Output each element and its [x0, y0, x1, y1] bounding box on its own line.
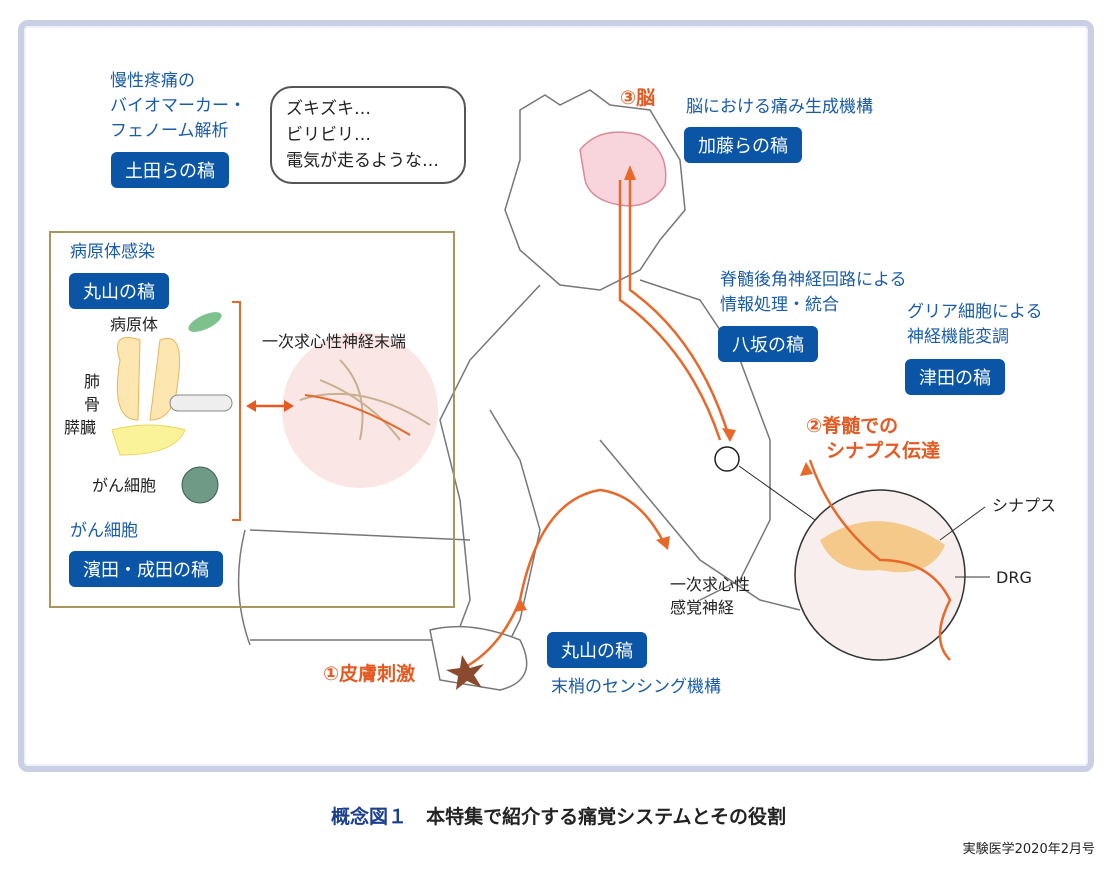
synapse-label: シナプス: [992, 496, 1057, 515]
bubble-line: ビリビリ…: [286, 125, 371, 145]
caption-prefix: 概念図１: [331, 806, 408, 828]
dorsal-line: 脊髄後角神経回路による: [720, 270, 907, 290]
drg-label: DRG: [996, 568, 1032, 587]
glia-line: 神経機能変調: [907, 327, 1009, 347]
cancer-cell-label: がん細胞: [92, 476, 157, 495]
skin-stimulus-label: ①皮膚刺激: [323, 663, 416, 685]
biomarker-line: フェノーム解析: [110, 121, 229, 141]
tag-kato: 加藤らの稿: [684, 127, 802, 163]
pancreas-label: 膵臓: [64, 418, 97, 437]
pathogen-label: 病原体: [110, 315, 159, 334]
bone-label: 骨: [84, 395, 101, 414]
synapse-line: シナプス伝達: [826, 440, 941, 462]
tag-tsuda: 津田の稿: [905, 359, 1005, 395]
glia-line: グリア細胞による: [907, 302, 1043, 322]
brain-desc: 脳における痛み生成機構: [686, 97, 873, 117]
figure-caption: 概念図１ 本特集で紹介する痛覚システムとその役割: [0, 802, 1117, 829]
bubble-line: ズキズキ…: [286, 99, 371, 119]
brain-label: ③脳: [620, 87, 656, 109]
biomarker-line: 慢性疼痛の: [110, 71, 195, 91]
biomarker-heading: 慢性疼痛の バイオマーカー・ フェノーム解析: [110, 69, 246, 144]
tag-maruyama-1: 丸山の稿: [69, 273, 169, 309]
synapse-line: ②脊髄での: [806, 415, 899, 437]
dorsal-horn-heading: 脊髄後角神経回路による 情報処理・統合: [720, 268, 907, 318]
tag-yasaka: 八坂の稿: [718, 326, 818, 362]
bubble-line: 電気が走るような…: [286, 151, 439, 171]
infection-heading: 病原体感染: [70, 242, 155, 262]
dorsal-line: 情報処理・統合: [720, 295, 839, 315]
speech-bubble: ズキズキ… ビリビリ… 電気が走るような…: [270, 86, 466, 184]
peripheral-inset: [49, 231, 455, 608]
peripheral-desc: 末梢のセンシング機構: [551, 677, 721, 697]
tag-maruyama-2: 丸山の稿: [547, 632, 647, 668]
sensory-nerve-label: 一次求心性 感覚神経: [670, 573, 750, 619]
source-credit: 実験医学2020年2月号: [962, 842, 1095, 857]
sensory-line: 一次求心性: [670, 575, 751, 594]
lung-label: 肺: [84, 372, 101, 391]
synapse-heading: ②脊髄での シナプス伝達: [806, 414, 940, 464]
sensory-line: 感覚神経: [670, 598, 735, 617]
glia-heading: グリア細胞による 神経機能変調: [907, 300, 1043, 350]
figure-frame: [18, 20, 1094, 772]
tag-hamada-narita: 濱田・成田の稿: [69, 551, 223, 587]
nerve-end-label: 一次求心性神経末端: [262, 332, 407, 351]
biomarker-line: バイオマーカー・: [110, 96, 246, 116]
caption-title: 本特集で紹介する痛覚システムとその役割: [426, 806, 786, 828]
cancer-heading: がん細胞: [70, 521, 138, 541]
tag-tsuchida: 土田らの稿: [111, 152, 229, 188]
